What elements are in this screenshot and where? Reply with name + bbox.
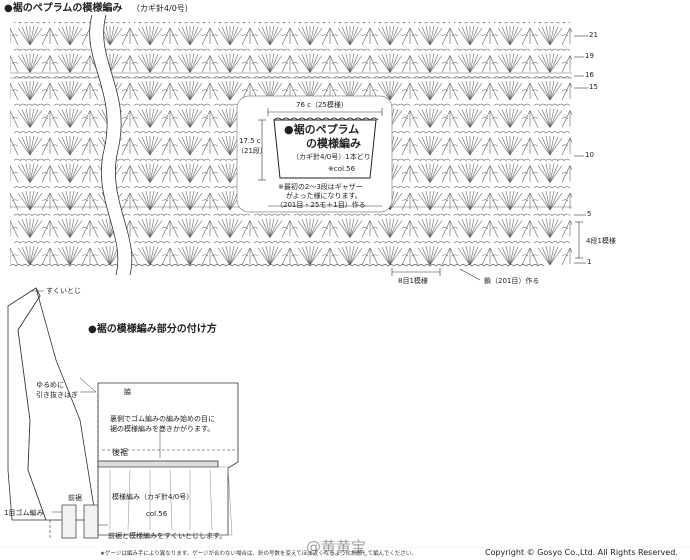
inset-height-rows: （21段） xyxy=(237,147,267,155)
copyright: Copyright © Gosyo Co.,Ltd. All Rights Re… xyxy=(485,548,678,557)
inset-bullet: ● xyxy=(284,123,294,136)
rib-label: 1目ゴム編み xyxy=(4,509,44,517)
inset-start: （201目・25モ＋1目）作る xyxy=(276,201,366,209)
back-hem-label: 後裾 xyxy=(112,448,128,457)
gauge-note: ★ゲージは編み手により異なります。ゲージが合わない場合は、針の号数を変えてほぼ近… xyxy=(100,551,417,557)
inset-title-line2: の模様編み xyxy=(306,137,361,150)
row-number: 19 xyxy=(585,52,594,60)
title-text: 裾のペプラムの模様編み xyxy=(12,3,123,14)
row-number: 1 xyxy=(587,258,592,266)
pattern-note: 模様編み（カギ針4/0号） xyxy=(112,493,194,501)
attach-heading-text: 裾の模様編み部分の付け方 xyxy=(96,324,217,335)
row-repeat-label: 4段1模様 xyxy=(586,237,616,245)
attach-heading: ●裾の模様編み部分の付け方 xyxy=(88,320,217,335)
title-bullet: ● xyxy=(4,3,13,14)
instruction-line-2: 裾の模様編みを巻きかがります。 xyxy=(110,425,215,433)
sukui-label: すくいとじ xyxy=(46,287,81,295)
side-label: 脇 xyxy=(124,388,131,396)
loose-label-2: 引き抜きはぎ xyxy=(36,391,78,399)
loose-label-1: ゆるめに xyxy=(36,381,64,389)
attach-color: col.56 xyxy=(146,510,168,518)
inset-title-line1: 裾のペプラム xyxy=(293,123,360,136)
row-number: 10 xyxy=(585,151,594,159)
inset-title: ●裾のペプラム xyxy=(284,121,359,137)
inset-hook-note: （カギ針4/0号）1本どり xyxy=(292,153,371,161)
chain-start-label: 鎖（201目）作る xyxy=(484,277,540,285)
row-number: 16 xyxy=(585,71,594,79)
inset-note-line2: がよった様になります。 xyxy=(286,192,362,200)
title-hook: （カギ針4/0号） xyxy=(131,4,193,13)
attach-bullet: ● xyxy=(88,324,97,335)
inset-width: 76 c（25模様） xyxy=(296,101,348,109)
inset-color: ※col.56 xyxy=(328,165,356,173)
watermark: @黄黄宝 xyxy=(306,538,367,556)
inset-note-line1: ※最初の2〜3段はギャザー xyxy=(278,183,363,191)
chart-title: ●裾のペプラムの模様編み （カギ針4/0号） xyxy=(4,0,193,14)
stitch-repeat-label: 8目1模様 xyxy=(398,277,428,285)
front-hem-label: 前裾 xyxy=(68,494,82,502)
inset-height-cm: 17.5 c xyxy=(239,137,261,145)
instruction-line-1: 裏側でゴム編みの編み始めの目に xyxy=(110,415,215,423)
row-number: 21 xyxy=(589,31,598,39)
row-number: 5 xyxy=(587,210,592,218)
join-note: 前裾と模様編みをすくいとじします。 xyxy=(108,532,227,540)
row-number: 15 xyxy=(589,83,598,91)
